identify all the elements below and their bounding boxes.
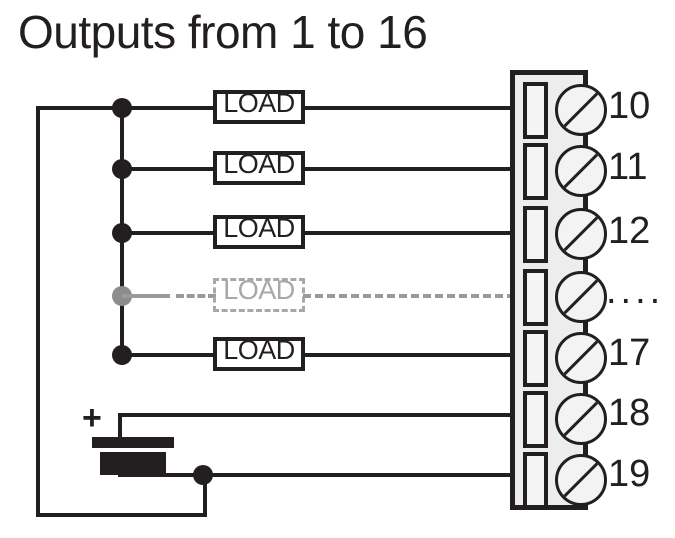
terminal-number-18: 18 — [608, 392, 651, 434]
terminal-screw-ellipsis[interactable] — [555, 271, 607, 323]
junction-dot-negative — [193, 465, 213, 485]
load-box-4-ghost: LOAD — [213, 275, 305, 312]
load-box-2: LOAD — [213, 151, 305, 185]
wire-row1-left — [122, 106, 215, 110]
terminal-clamp-17[interactable] — [523, 330, 548, 387]
load-label: LOAD — [223, 275, 295, 305]
terminal-screw-18[interactable] — [555, 393, 607, 445]
wire-row5-left — [122, 353, 215, 357]
terminal-number-10: 10 — [608, 85, 651, 127]
load-label: LOAD — [223, 335, 295, 365]
wire-row4-dash-left — [176, 294, 216, 298]
load-box-1: LOAD — [213, 90, 305, 124]
battery-plate-positive — [92, 437, 174, 448]
terminal-clamp-18[interactable] — [523, 391, 548, 448]
terminal-screw-10[interactable] — [555, 84, 607, 136]
load-box-5: LOAD — [213, 337, 305, 371]
wire-battery-positive — [118, 413, 515, 417]
terminal-clamp-11[interactable] — [523, 143, 548, 200]
battery-plus-label: + — [82, 399, 102, 437]
terminal-screw-11[interactable] — [555, 145, 607, 197]
terminal-number-ellipsis: .... — [606, 270, 665, 312]
load-label: LOAD — [223, 149, 295, 179]
wire-row2-left — [122, 167, 215, 171]
terminal-screw-19[interactable] — [555, 454, 607, 506]
wire-row4-left-ghost — [122, 294, 170, 298]
page-title: Outputs from 1 to 16 — [18, 6, 428, 58]
wire-negative-riser — [203, 473, 207, 517]
terminal-number-17: 17 — [608, 332, 651, 374]
wire-row2-right — [303, 167, 515, 171]
wire-row4-dash-right — [303, 294, 515, 298]
wire-top-return — [36, 106, 126, 110]
terminal-clamp-12[interactable] — [523, 206, 548, 263]
wire-row3-left — [122, 231, 215, 235]
wire-row3-right — [303, 231, 515, 235]
terminal-clamp-10[interactable] — [523, 82, 548, 139]
terminal-clamp-19[interactable] — [523, 452, 548, 509]
wire-row5-right — [303, 353, 515, 357]
wire-row1-right — [303, 106, 515, 110]
terminal-number-11: 11 — [608, 146, 648, 188]
terminal-block — [510, 70, 607, 510]
load-label: LOAD — [223, 213, 295, 243]
load-label: LOAD — [223, 88, 295, 118]
terminal-number-12: 12 — [608, 210, 651, 252]
terminal-screw-12[interactable] — [555, 208, 607, 260]
terminal-number-19: 19 — [608, 453, 651, 495]
wire-bottom-return — [36, 513, 207, 517]
terminal-clamp-ellipsis[interactable] — [523, 269, 548, 326]
load-box-3: LOAD — [213, 215, 305, 249]
battery-plate-negative — [100, 452, 166, 475]
wire-left-rail — [36, 106, 40, 517]
wire-battery-positive-riser — [118, 413, 122, 445]
wire-battery-negative — [118, 473, 515, 477]
terminal-screw-17[interactable] — [555, 332, 607, 384]
